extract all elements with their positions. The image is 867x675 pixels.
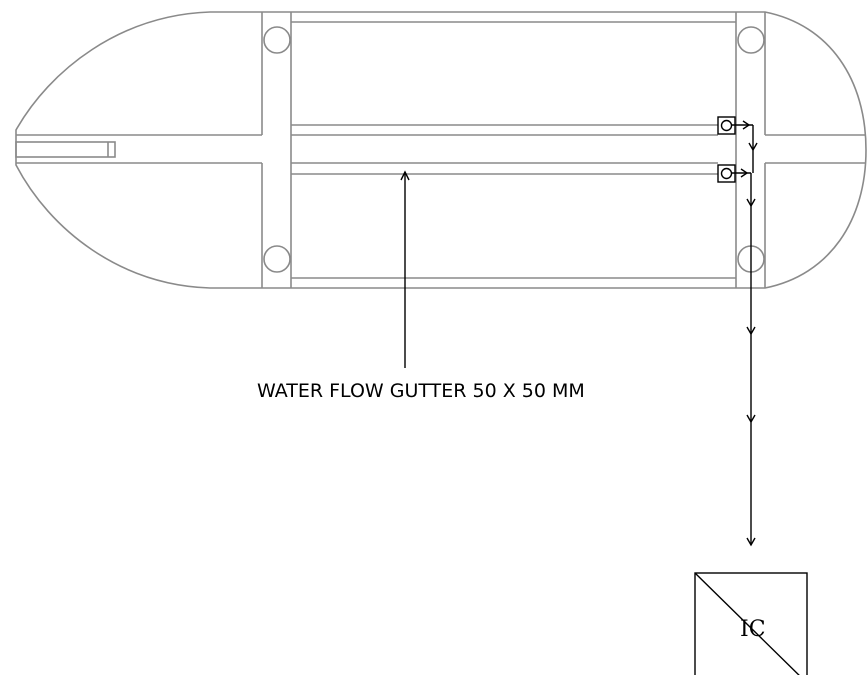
flow-arrow-2 [746,198,756,208]
outlet-arrow-lower [740,168,749,178]
inlet-slot [15,141,116,158]
corner-circle-bottom-left [263,245,291,273]
corner-circle-top-left [263,26,291,54]
outlet-arrow-upper [742,120,751,130]
deck-outline [15,11,867,289]
outlet-ring-upper [720,119,733,132]
gutter-leader-arrow [400,170,410,181]
deck-shell [15,11,867,289]
inspection-chamber-label: IC [740,617,766,642]
inspection-chamber [694,572,808,675]
drainage-flow [400,116,808,675]
corner-circle-top-right [737,26,765,54]
flow-arrow-3 [746,326,756,336]
inspection-chamber-diagonal [694,572,800,675]
flow-arrow-4 [746,414,756,424]
outlet-ring-lower [720,167,733,180]
flow-arrow-1 [748,142,758,152]
gutter-annotation: WATER FLOW GUTTER 50 X 50 MM [257,380,585,402]
flow-arrow-5 [746,537,756,547]
